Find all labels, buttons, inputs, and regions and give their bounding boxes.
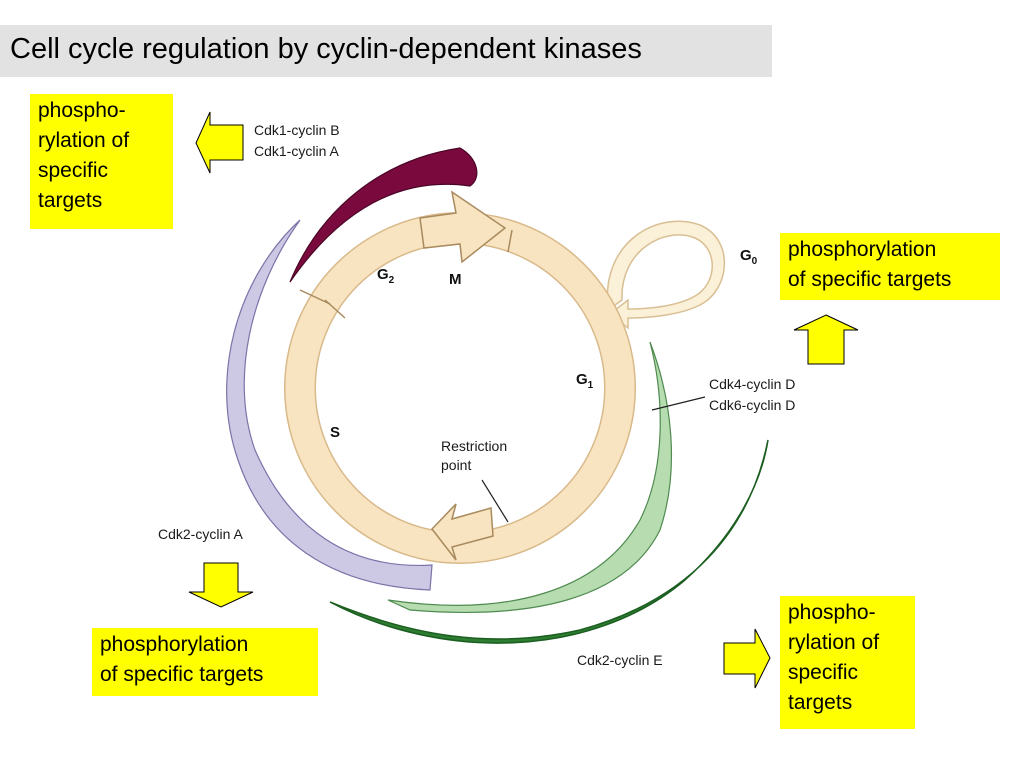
phase-s-label: S	[330, 424, 340, 441]
cdk1-cyclin-a-label: Cdk1-cyclin A	[254, 143, 339, 159]
cdk4-6-cyclin-d-band	[387, 341, 672, 614]
cdk2-cyclin-e-label: Cdk2-cyclin E	[577, 652, 663, 668]
note-top-right: phosphorylation of specific targets	[780, 233, 1000, 300]
cdk1-cyclin-b-a-band	[289, 147, 478, 283]
yellow-arrow-left-icon	[195, 111, 244, 174]
yellow-arrow-up-icon	[793, 314, 859, 365]
restriction-point-leader	[481, 479, 509, 523]
note-top-left: phospho- rylation of specific targets	[30, 94, 173, 229]
phase-g1-label: G1	[576, 371, 594, 391]
yellow-arrow-down-icon	[188, 562, 254, 608]
note-bottom-left: phosphorylation of specific targets	[92, 628, 318, 696]
restriction-point-label-line2: point	[441, 457, 471, 473]
s-arrowhead	[431, 503, 494, 561]
cdk2-cyclin-a-label: Cdk2-cyclin A	[158, 526, 243, 542]
phase-g2-label: G2	[377, 266, 395, 286]
restriction-point-label-line1: Restriction	[441, 438, 507, 454]
cdk2-cyclin-e-band	[329, 439, 769, 644]
cdk46-leader	[651, 396, 706, 411]
yellow-arrow-right-icon	[723, 628, 771, 689]
cdk2-cyclin-a-band	[226, 219, 433, 591]
page-title: Cell cycle regulation by cyclin-dependen…	[10, 33, 642, 65]
title-bar: Cell cycle regulation by cyclin-dependen…	[0, 25, 772, 77]
g0-loop	[606, 220, 726, 330]
note-bottom-right: phospho- rylation of specific targets	[780, 596, 915, 729]
m-arrowhead	[419, 190, 507, 264]
phase-m-label: M	[449, 271, 462, 288]
cdk6-cyclin-d-label: Cdk6-cyclin D	[709, 397, 795, 413]
cdk4-cyclin-d-label: Cdk4-cyclin D	[709, 376, 795, 392]
cdk1-cyclin-b-label: Cdk1-cyclin B	[254, 122, 340, 138]
phase-g0-label: G0	[740, 247, 758, 267]
